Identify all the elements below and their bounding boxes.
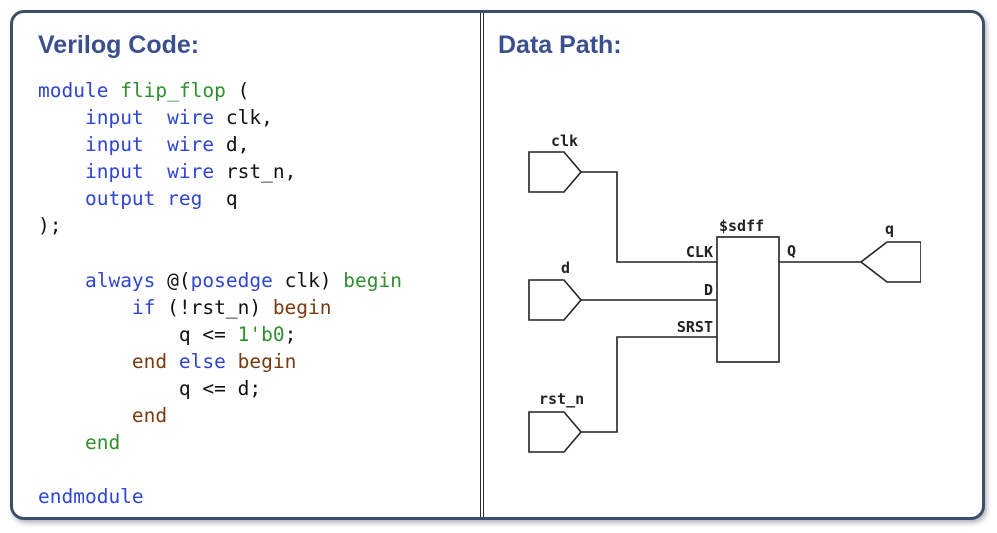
rst-n-wire: [581, 336, 717, 433]
datapath-panel-title: Data Path:: [498, 31, 622, 59]
code-keyword: 1'b0: [237, 322, 285, 346]
code-text: [226, 350, 238, 373]
code-text: ;: [284, 322, 297, 346]
code-keyword: wire: [167, 106, 215, 130]
code-text: [38, 106, 85, 129]
code-text: [38, 350, 132, 373]
code-keyword: begin: [237, 349, 297, 373]
code-line: q <= 1'b0;: [38, 323, 296, 346]
code-keyword: module: [38, 79, 121, 102]
clk-wire: [581, 171, 717, 263]
q-output-label: q: [885, 220, 894, 238]
clk-input-port: [528, 151, 583, 193]
code-keyword: input: [84, 160, 144, 184]
code-line: module flip_flop (: [38, 79, 249, 102]
code-line: q <= d;: [38, 377, 261, 400]
code-line: input wire rst_n,: [38, 160, 296, 183]
code-keyword: endmodule: [38, 485, 144, 509]
code-keyword: end: [131, 349, 168, 373]
clk-label: clk: [551, 132, 578, 150]
code-text: [38, 431, 85, 454]
code-keyword: begin: [272, 295, 332, 319]
code-keyword: else: [178, 349, 226, 373]
code-text: rst_n,: [214, 160, 297, 184]
code-keyword: reg: [167, 187, 203, 211]
code-keyword: end: [131, 404, 168, 428]
code-line: endmodule: [38, 485, 144, 508]
code-text: q: [202, 187, 238, 211]
code-line: end else begin: [38, 350, 296, 373]
code-keyword: flip_flop: [120, 79, 226, 102]
code-panel-title: Verilog Code:: [38, 31, 200, 59]
code-text: [155, 187, 167, 210]
datapath-diagram: clk d rst_n $sdff CLK D SRST Q q: [528, 132, 921, 453]
code-text: [167, 350, 179, 373]
code-keyword: posedge: [190, 268, 273, 292]
code-text: q <= d;: [38, 377, 262, 401]
code-line: if (!rst_n) begin: [38, 296, 332, 319]
code-text: (!rst_n): [155, 295, 273, 319]
code-keyword: end: [84, 431, 121, 455]
rst-n-label: rst_n: [539, 390, 584, 408]
panel-divider: [480, 13, 484, 517]
code-line: input wire clk,: [38, 106, 273, 129]
clk-pin-label: CLK: [686, 243, 713, 261]
d-pin-label: D: [704, 281, 713, 299]
code-text: [38, 404, 132, 427]
code-text: [144, 160, 167, 183]
code-line: end: [38, 404, 167, 427]
code-text: clk): [272, 268, 344, 292]
code-text: [38, 160, 85, 183]
code-keyword: wire: [167, 160, 215, 184]
srst-pin-label: SRST: [677, 318, 713, 336]
code-line: end: [38, 431, 120, 454]
code-keyword: begin: [343, 268, 402, 292]
code-text: @(: [155, 268, 191, 292]
code-keyword: always: [84, 268, 156, 292]
code-text: [144, 133, 167, 156]
sdff-cell: [716, 236, 780, 363]
main-frame: Verilog Code: module flip_flop ( input w…: [10, 10, 985, 520]
code-keyword: if: [131, 295, 156, 319]
cell-name-label: $sdff: [719, 217, 764, 235]
q-output-port: [859, 241, 921, 283]
verilog-code-block: module flip_flop ( input wire clk, input…: [38, 77, 402, 511]
code-keyword: input: [84, 106, 144, 130]
code-keyword: wire: [167, 133, 215, 157]
code-line: always @(posedge clk) begin: [38, 269, 402, 292]
code-text: (: [225, 79, 250, 102]
code-text: d,: [214, 133, 250, 157]
code-text: [144, 106, 167, 129]
code-text: [38, 133, 85, 156]
code-keyword: input: [84, 133, 144, 157]
code-text: [38, 187, 85, 210]
d-label: d: [561, 259, 570, 277]
code-line: output reg q: [38, 187, 238, 210]
rst-n-input-port: [528, 411, 583, 453]
q-pin-label: Q: [787, 242, 796, 260]
code-text: q <=: [38, 322, 238, 346]
code-line: input wire d,: [38, 133, 249, 156]
code-line: );: [38, 214, 61, 237]
code-keyword: output: [84, 187, 156, 211]
code-text: );: [38, 214, 62, 238]
code-text: [38, 269, 85, 292]
code-text: clk,: [214, 106, 273, 130]
code-text: [38, 296, 132, 319]
d-input-port: [528, 279, 583, 321]
